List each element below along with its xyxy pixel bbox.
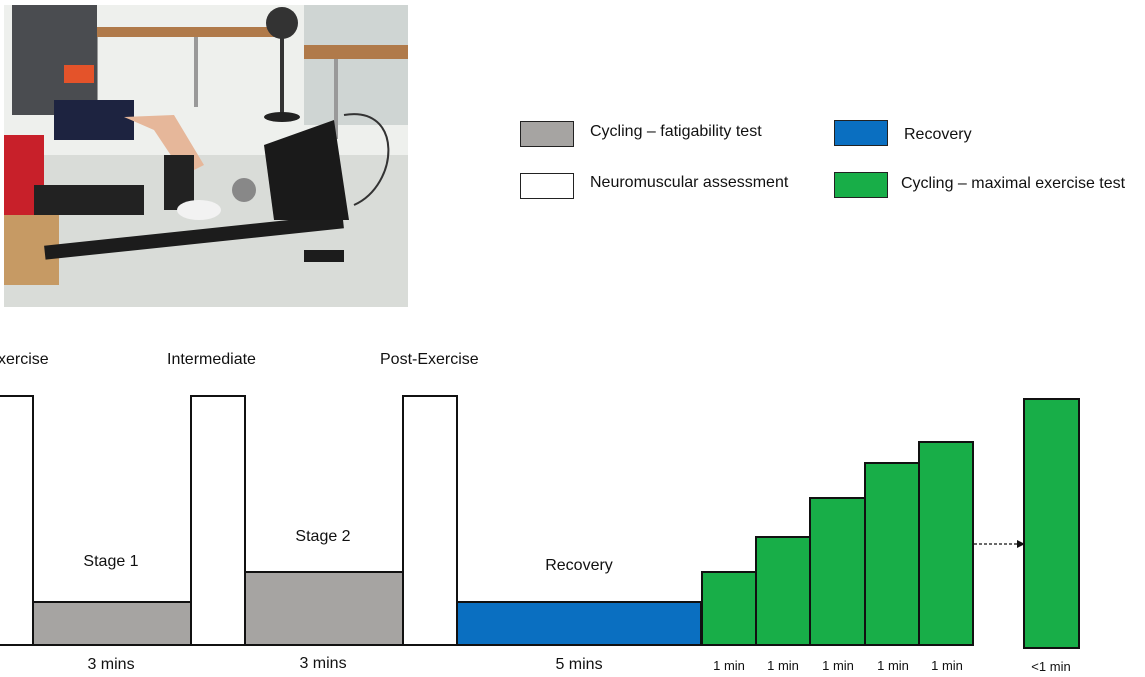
stage2-label: Stage 2 bbox=[295, 528, 351, 545]
duration-step-1: 1 min bbox=[713, 658, 745, 673]
legend-label-fatigability: Cycling – fatigability test bbox=[590, 123, 762, 140]
duration-step-4: 1 min bbox=[877, 658, 909, 673]
maximal-step-2 bbox=[755, 536, 811, 646]
duration-stage1: 3 mins bbox=[87, 656, 135, 673]
stage1-block bbox=[32, 601, 192, 646]
stage1-label: Stage 1 bbox=[83, 553, 139, 570]
duration-recovery: 5 mins bbox=[555, 656, 603, 673]
maximal-step-3 bbox=[809, 497, 866, 646]
neuromuscular-block-post bbox=[402, 395, 458, 646]
assessment-label-pre: xercise bbox=[0, 351, 49, 368]
legend-swatch-fatigability bbox=[520, 121, 574, 147]
duration-step-5: 1 min bbox=[931, 658, 963, 673]
neuromuscular-block-pre bbox=[0, 395, 34, 646]
duration-final: <1 min bbox=[1031, 659, 1071, 674]
legend-label-recovery: Recovery bbox=[904, 126, 972, 143]
duration-stage2: 3 mins bbox=[299, 655, 347, 672]
stage2-block bbox=[244, 571, 404, 646]
maximal-final-block bbox=[1023, 398, 1080, 649]
neuromuscular-block-intermediate bbox=[190, 395, 246, 646]
duration-step-2: 1 min bbox=[767, 658, 799, 673]
assessment-label-intermediate: Intermediate bbox=[167, 351, 256, 368]
assessment-label-post: Post-Exercise bbox=[380, 351, 479, 368]
cycle-ergometer-photo bbox=[4, 5, 408, 307]
maximal-step-4 bbox=[864, 462, 920, 646]
recovery-label: Recovery bbox=[545, 557, 613, 574]
dashed-arrow-icon bbox=[974, 540, 1025, 548]
legend-swatch-maximal bbox=[834, 172, 888, 198]
legend-label-neuromuscular: Neuromuscular assessment bbox=[590, 174, 789, 191]
legend-label-maximal: Cycling – maximal exercise test bbox=[901, 175, 1126, 192]
legend-swatch-neuromuscular bbox=[520, 173, 574, 199]
maximal-step-5 bbox=[918, 441, 974, 646]
legend-swatch-recovery bbox=[834, 120, 888, 146]
duration-step-3: 1 min bbox=[822, 658, 854, 673]
maximal-step-1 bbox=[701, 571, 757, 646]
recovery-block bbox=[456, 601, 702, 646]
